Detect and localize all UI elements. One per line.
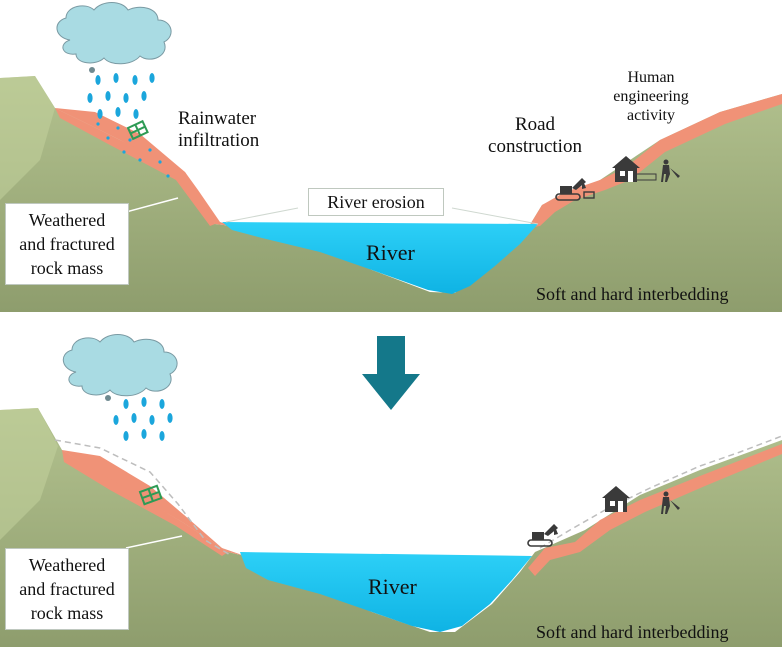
weathered-rock-box-bottom: Weathered and fractured rock mass (5, 548, 129, 630)
panel-before (0, 2, 782, 312)
weathered-layer-left-after (62, 450, 245, 556)
label-line: rock mass (30, 258, 104, 278)
house-icon (612, 156, 640, 182)
erosion-pointer-right (451, 207, 539, 225)
cloud-icon (56, 2, 172, 65)
weathered-layer-left-before (55, 108, 232, 226)
original-surface-right (539, 435, 782, 549)
label-line: infiltration (178, 130, 260, 151)
road-construction-label: Road construction (480, 114, 590, 158)
label-line: engineering (613, 88, 689, 105)
label-line: activity (627, 107, 675, 124)
raindrops-icon (87, 67, 155, 119)
vegetation-icon (126, 119, 149, 141)
label-line: Human (627, 69, 675, 86)
label-line: construction (488, 136, 582, 157)
erosion-pointer-left (225, 207, 299, 223)
worker-icon (633, 159, 680, 182)
label-line: Weathered (28, 555, 106, 575)
terrain-ridge-before (0, 76, 55, 200)
raindrops-icon (105, 395, 173, 441)
infiltration-dots (96, 122, 170, 178)
weathered-rock-box-top: Weathered and fractured rock mass (5, 203, 129, 285)
label-line: and fractured (19, 234, 115, 254)
weathered-pointer-before (125, 197, 179, 213)
vegetation-icon (138, 484, 163, 506)
weathered-layer-left-before-2 (55, 108, 215, 226)
river-after[interactable] (240, 552, 532, 632)
label-line: Weathered (28, 210, 106, 230)
river-label-top: River (366, 240, 415, 265)
river-before[interactable] (222, 222, 538, 294)
river-label-bottom: River (368, 574, 417, 599)
excavator-icon (527, 524, 558, 547)
label-line: and fractured (19, 579, 115, 599)
terrain-before (0, 76, 782, 312)
human-engineering-label: Human engineering activity (606, 68, 696, 125)
weathered-pointer-after (125, 535, 183, 549)
house-icon (602, 486, 630, 512)
terrain-after (0, 408, 782, 647)
label-line: River erosion (327, 192, 425, 212)
label-line: Road (514, 114, 556, 135)
cloud-icon (62, 334, 178, 397)
weathered-layer-right-before (528, 94, 782, 228)
label-line: rock mass (30, 603, 104, 623)
terrain-ridge-after (0, 408, 58, 540)
interbedding-label-top: Soft and hard interbedding (536, 284, 729, 304)
panel-after (0, 334, 782, 647)
down-arrow-icon (362, 336, 420, 410)
label-line: Rainwater (178, 108, 257, 129)
interbedding-label-bottom: Soft and hard interbedding (536, 622, 729, 642)
weathered-layer-right-after (528, 444, 782, 576)
worker-icon (661, 491, 680, 514)
excavator-icon (555, 178, 595, 201)
rainwater-infiltration-label: Rainwater infiltration (178, 108, 259, 152)
original-surface-left (54, 439, 233, 557)
river-erosion-label: River erosion (308, 188, 444, 216)
